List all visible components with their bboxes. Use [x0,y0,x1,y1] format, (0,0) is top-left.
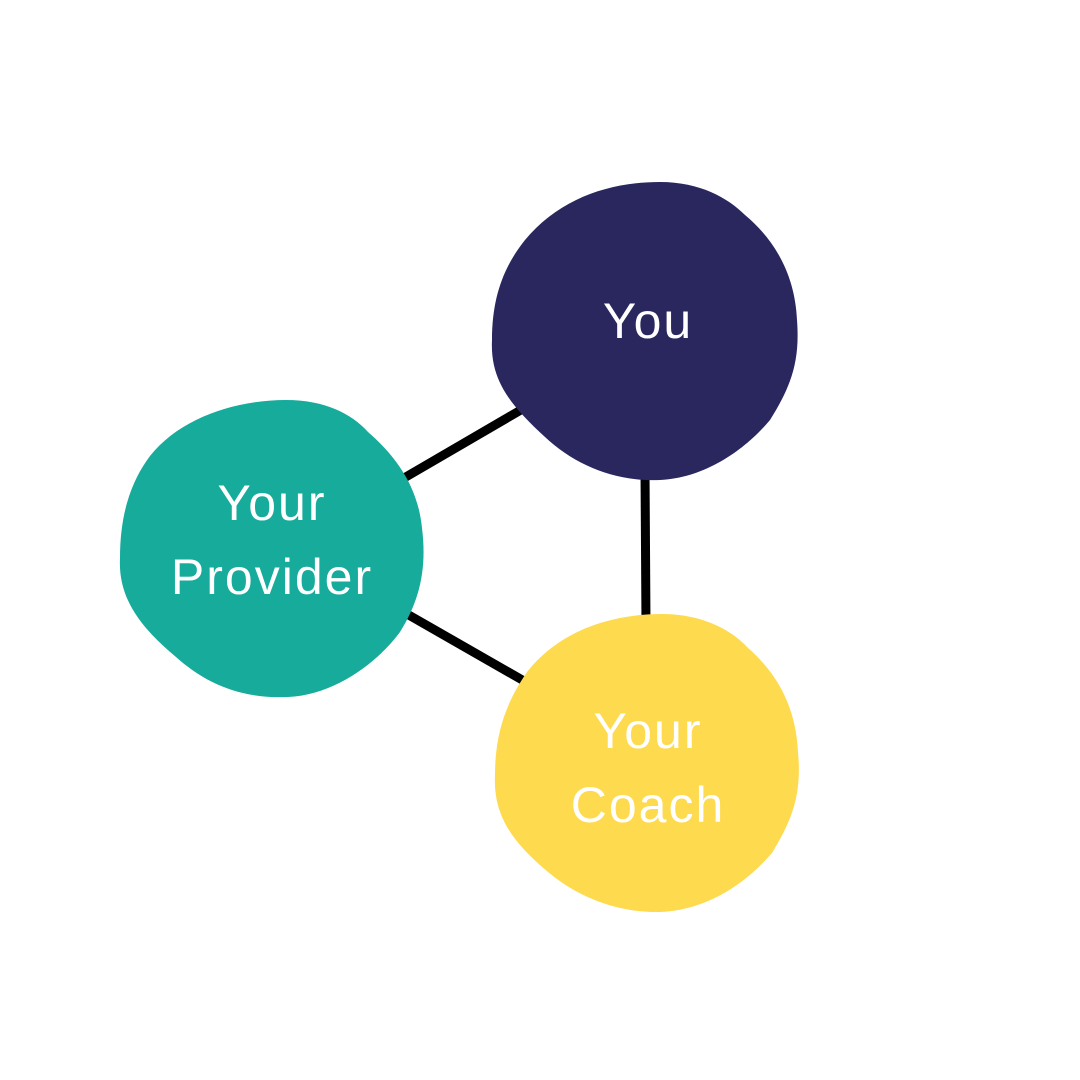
coach-label-line-2: Coach [571,777,726,833]
node-you: You [491,182,798,481]
blob-coach [494,614,799,913]
connectors [377,396,651,697]
provider-label-line-2: Provider [171,549,373,605]
node-provider: Your Provider [119,400,424,698]
coach-label-line-1: Your [593,703,702,759]
node-coach: Your Coach [494,614,799,913]
blob-provider [119,400,424,698]
connector-provider-coach [397,606,548,697]
you-label-line-1: You [603,293,693,349]
connector-provider-you [377,396,541,496]
blob-you [491,182,798,481]
provider-label-line-1: Your [217,475,326,531]
connector-you-coach [640,469,651,626]
